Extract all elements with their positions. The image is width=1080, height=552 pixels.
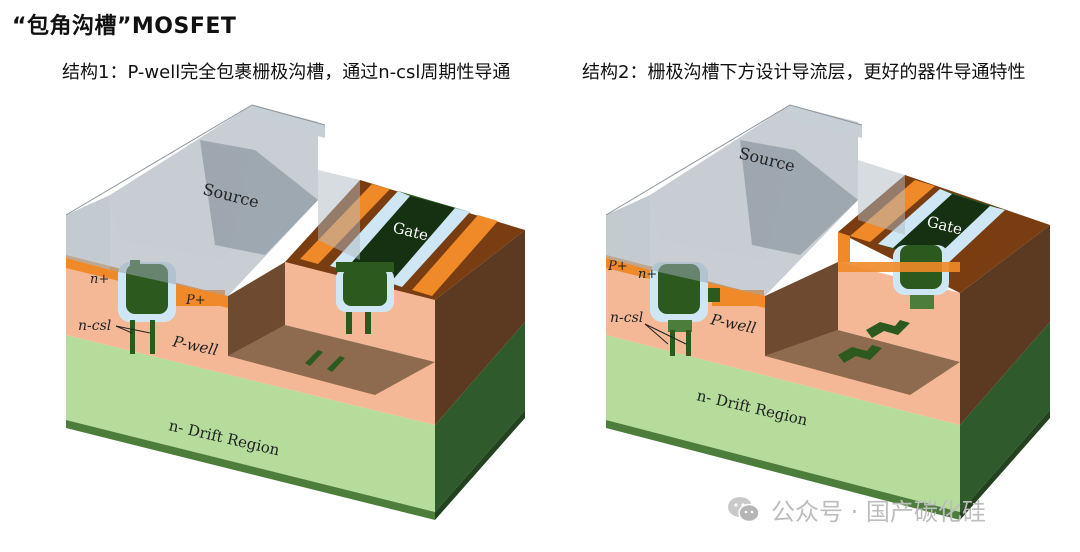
s1-pplus-label: P+	[185, 293, 206, 308]
s1-pwell-side	[435, 230, 525, 425]
s2-pplus-label: P+	[607, 259, 628, 274]
s1-drift-side	[435, 322, 525, 512]
s2-pwell-side	[960, 225, 1050, 425]
s1-nplus-label: n+	[90, 272, 109, 287]
structure2-diagram: Source Gate P+ n+ n-csl P-well n- Drift …	[605, 104, 1050, 520]
s2-ncsl-label: n-csl	[610, 310, 643, 326]
s2-drift-side	[960, 322, 1050, 512]
s2-drift-front	[606, 335, 960, 512]
watermark-text: 公众号 · 国产碳化硅	[771, 498, 986, 526]
wechat-icon	[728, 496, 760, 522]
s1-ncsl-label: n-csl	[78, 318, 111, 334]
s1-drift-front	[66, 335, 435, 512]
structure2-caption: 结构2：栅极沟槽下方设计导流层，更好的器件导通特性	[582, 62, 1026, 83]
watermark: 公众号 · 国产碳化硅	[727, 492, 986, 527]
page-title: “包角沟槽”MOSFET	[12, 14, 237, 39]
structure1-diagram: Source Gate n+ P+ n-csl P-well n- Drift …	[65, 104, 525, 520]
s1-recess-floor	[228, 325, 435, 395]
s2-recess-floor	[765, 330, 960, 395]
structure1-caption: 结构1：P-well完全包裹栅极沟槽，通过n-csl周期性导通	[62, 62, 511, 83]
s2-nplus-label: n+	[638, 267, 657, 282]
